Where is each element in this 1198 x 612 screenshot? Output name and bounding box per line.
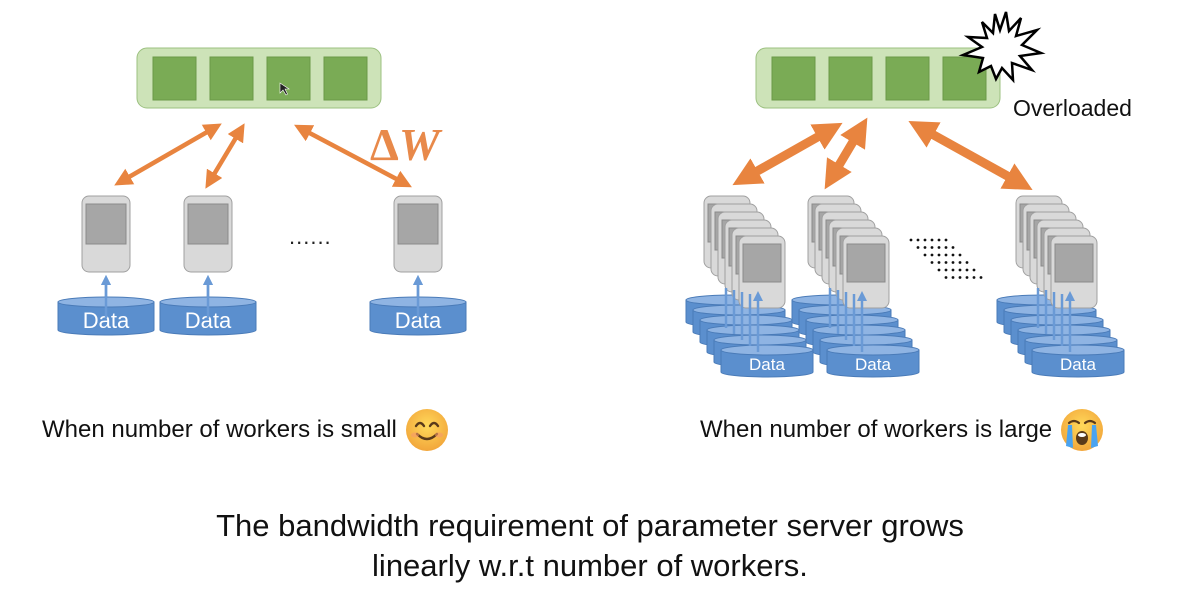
data-disk: Data (159, 296, 257, 336)
ellipsis-dot (958, 261, 962, 264)
data-label: Data (1060, 355, 1096, 374)
parameter-server-right (755, 11, 1046, 109)
ellipsis-dot (930, 238, 934, 242)
ellipsis-dot (951, 276, 955, 279)
ellipsis-dot (937, 253, 941, 257)
ellipsis-dot (930, 261, 934, 264)
ellipsis-dot (944, 238, 948, 242)
gradient-arrows-right (732, 117, 1033, 190)
ellipsis-dots-diagonal (909, 238, 983, 279)
overloaded-label: Overloaded (1013, 95, 1132, 121)
ellipsis-dot (937, 268, 941, 272)
worker-stacks-right: Data Data Data (685, 195, 1125, 378)
ellipsis-dot (944, 268, 948, 272)
ellipsis-dot (972, 268, 976, 272)
param-block (323, 56, 368, 101)
ellipsis-dot (937, 261, 941, 264)
bidirectional-arrow (824, 117, 868, 190)
worker-node (1050, 235, 1098, 309)
data-label: Data (855, 355, 891, 374)
worker-stack: Data (996, 195, 1125, 378)
worker-stack: Data (791, 195, 920, 378)
bidirectional-arrow (294, 124, 412, 188)
bidirectional-arrow (205, 123, 245, 189)
ellipsis-dot (958, 276, 962, 279)
param-block (942, 56, 987, 101)
caption-large-text: When number of workers is large (700, 416, 1053, 443)
conclusion-line-2: linearly w.r.t number of workers. (372, 548, 808, 583)
ellipsis-dot (951, 268, 955, 272)
worker-left-1 (81, 195, 131, 273)
param-block (885, 56, 930, 101)
ellipsis-dot (923, 238, 927, 242)
ellipsis-dot (916, 246, 920, 249)
gradient-arrows-left (114, 123, 412, 189)
caption-small-workers: When number of workers is small (42, 408, 449, 452)
ellipsis-dot (951, 246, 955, 249)
worker-left-2 (183, 195, 233, 273)
worker-node (738, 235, 786, 309)
parameter-server-left (136, 47, 382, 109)
param-block (828, 56, 873, 101)
data-disk: Data (826, 344, 920, 378)
ellipsis-dot (958, 268, 962, 272)
worker-node (842, 235, 890, 309)
param-block (152, 56, 197, 101)
data-label: Data (749, 355, 785, 374)
ellipsis-dot (930, 253, 934, 257)
mouse-cursor-icon (279, 82, 290, 96)
ellipsis-dot (937, 246, 941, 249)
ellipsis-dot (944, 246, 948, 249)
explosion-icon (958, 11, 1046, 84)
param-block (209, 56, 254, 101)
weight-symbol: W (398, 119, 440, 170)
bidirectional-arrow (908, 121, 1033, 190)
worker-left-3 (393, 195, 443, 273)
conclusion-text: The bandwidth requirement of parameter s… (0, 506, 1180, 586)
ellipsis-dot (944, 253, 948, 257)
ellipsis-dot (909, 238, 913, 242)
ellipsis-dot (965, 261, 969, 264)
ellipsis-dot (972, 276, 976, 279)
bidirectional-arrow (114, 123, 222, 186)
ellipsis-dot (916, 238, 920, 242)
data-disk: Data (720, 344, 814, 378)
ellipsis-dot (923, 246, 927, 249)
delta-symbol: Δ (370, 119, 399, 170)
delta-w-label: ΔW (370, 118, 440, 171)
data-disk: Data (1031, 344, 1125, 378)
worker-stack: Data (685, 195, 814, 378)
ellipsis-dot (965, 276, 969, 279)
ellipsis-dot (923, 253, 927, 257)
conclusion-line-1: The bandwidth requirement of parameter s… (216, 508, 964, 543)
bidirectional-arrow (732, 122, 843, 186)
ellipsis-dot (937, 238, 941, 242)
ellipsis-dot (930, 246, 934, 249)
crying-face-icon (1061, 409, 1104, 451)
ellipsis-dot (958, 253, 962, 257)
ellipsis-dot (965, 268, 969, 272)
caption-small-text: When number of workers is small (42, 416, 397, 443)
param-block (266, 56, 311, 101)
caption-large-workers: When number of workers is large (700, 408, 1104, 452)
ellipsis: ...... (289, 224, 332, 249)
smiling-face-icon (405, 409, 448, 451)
ellipsis-dot (944, 276, 948, 279)
ellipsis-dot (944, 261, 948, 264)
ellipsis-dot (951, 253, 955, 257)
ellipsis-dot (951, 261, 955, 264)
ellipsis-dot (979, 276, 983, 279)
param-block (771, 56, 816, 101)
